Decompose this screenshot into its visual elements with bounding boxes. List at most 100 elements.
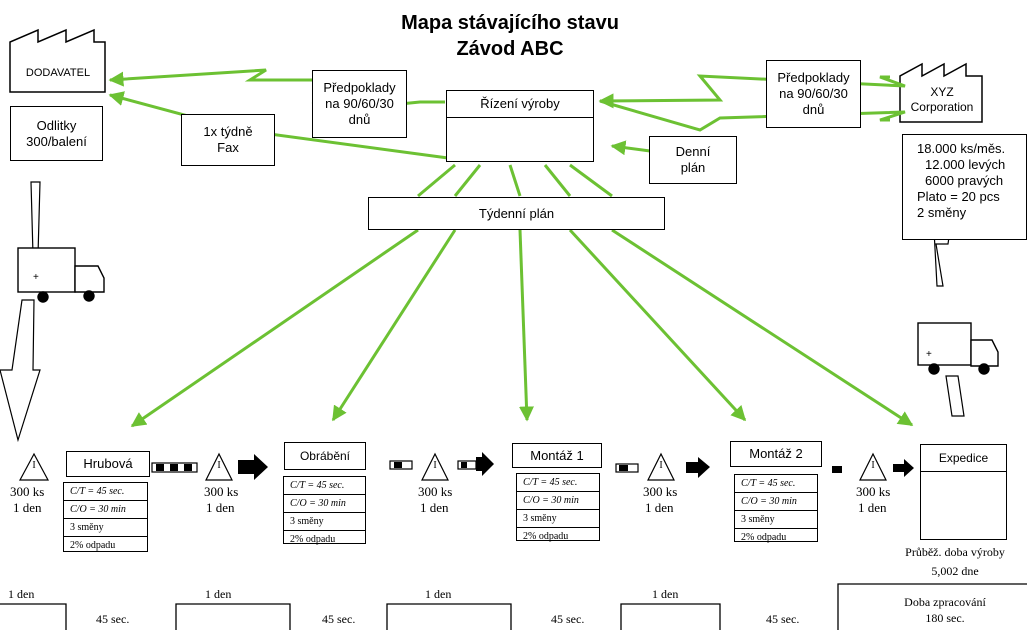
push-arrow-icon [832,459,914,477]
process-data-box-4: C/T = 45 sec. C/O = 30 min 3 směny 2% od… [734,474,818,543]
shifts: 3 směny [64,519,147,537]
lead-time: Průběž. doba výroby 5,002 dne [880,543,1027,581]
timeline-sec: 45 sec. [322,612,356,626]
push-arrow-icon [151,454,268,480]
production-control-box: Řízení výroby [446,90,594,162]
inventory-qty: 300 ks [856,484,891,499]
process-data-box-1: C/T = 45 sec. C/O = 30 min 3 směny 2% od… [63,482,148,552]
customer-data-line: 6000 pravých [925,173,1004,188]
inventory-qty: 300 ks [418,484,453,499]
cycle-time: C/T = 45 sec. [735,475,817,493]
process-box-obrabeni: Obrábění [284,442,366,470]
inventory-qty: 300 ks [643,484,678,499]
timeline-day: 1 den [8,587,35,601]
cycle-time: C/T = 45 sec. [284,477,365,495]
inventory-quantity: 300 ks 1 den [856,484,890,516]
inventory-time: 1 den [858,500,887,515]
production-control-label: Řízení výroby [447,91,593,118]
customer-factory-icon [899,62,983,123]
inventory-time: 1 den [13,500,42,515]
inventory-time: 1 den [206,500,235,515]
shifts: 3 směny [517,510,599,528]
timeline-ladder [0,583,1027,630]
timeline-day: 1 den [652,587,679,601]
shipment-arrow-customer-bottom [945,375,965,417]
supplier-name: DODAVATEL [25,67,91,79]
processing-time: Doba zpracování 180 sec. [880,594,1010,626]
title-line-2: Závod ABC [456,38,564,60]
supplier-factory-icon [9,28,106,93]
customer-data-line: 2 směny [917,205,967,220]
shipping-box: Expedice [920,444,1007,540]
inventory-triangle-icon [205,452,233,481]
inventory-quantity: 300 ks 1 den [418,484,452,516]
push-arrow-icon [389,452,494,476]
process-box-montaz-1: Montáž 1 [512,443,602,468]
scrap: 2% odpadu [523,531,569,542]
timeline-sec: 45 sec. [551,612,585,626]
cycle-time: C/T = 45 sec. [517,474,599,492]
scrap: 2% odpadu [70,540,116,551]
inventory-qty: 300 ks [204,484,239,499]
weekly-plan-box: Týdenní plán [368,197,665,230]
processing-time-label: Doba zpracování [904,595,986,609]
inventory-symbol: I [217,460,221,471]
svg-text:+: + [33,272,39,283]
inventory-triangle-icon [421,452,449,481]
inventory-qty: 300 ks [10,484,45,499]
shipment-arrow-supplier-bottom [0,299,41,443]
inventory-symbol: I [433,460,437,471]
scrap: 2% odpadu [741,532,787,543]
fax-box: 1x týdně Fax [181,114,275,166]
supplier-note: Odlitky 300/balení [10,106,103,161]
inventory-quantity: 300 ks 1 den [10,484,44,516]
process-box-hrubova: Hrubová [66,451,150,477]
scrap: 2% odpadu [290,534,336,545]
changeover-time: C/O = 30 min [64,501,147,519]
truck-icon-supplier: + [17,247,105,303]
customer-data-box: 18.000 ks/měs. 12.000 levých 6000 pravýc… [902,134,1027,240]
inventory-symbol: I [659,460,663,471]
forecast-supplier-box: Předpoklady na 90/60/30 dnů [312,70,407,138]
svg-text:+: + [926,349,932,360]
lead-time-label: Průběž. doba výroby [905,545,1005,559]
inventory-symbol: I [32,460,36,471]
page-title: Mapa stávajícího stavu Závod ABC [330,10,690,62]
timeline-sec: 45 sec. [96,612,130,626]
daily-plan-box: Denní plán [649,136,737,184]
cycle-time: C/T = 45 sec. [64,483,147,501]
customer-data-line: Plato = 20 pcs [917,189,1000,204]
inventory-time: 1 den [420,500,449,515]
inventory-triangles [18,452,887,481]
inventory-quantity: 300 ks 1 den [643,484,677,516]
truck-icon-customer: + [917,322,999,375]
timeline-sec: 45 sec. [766,612,800,626]
title-line-1: Mapa stávajícího stavu [401,12,619,34]
processing-time-value: 180 sec. [925,611,965,625]
changeover-time: C/O = 30 min [735,493,817,511]
forecast-customer-box: Předpoklady na 90/60/30 dnů [766,60,861,128]
customer-data-line: 18.000 ks/měs. [917,141,1006,156]
process-data-box-2: C/T = 45 sec. C/O = 30 min 3 směny 2% od… [283,476,366,545]
push-arrows [151,452,914,480]
shifts: 3 směny [735,511,817,529]
shifts: 3 směny [284,513,365,531]
electronic-info-flows [108,68,914,428]
timeline-day: 1 den [425,587,452,601]
inventory-symbol: I [871,460,875,471]
customer-data-line: 12.000 levých [925,157,1006,172]
inventory-quantity: 300 ks 1 den [204,484,238,516]
changeover-time: C/O = 30 min [517,492,599,510]
push-arrow-icon [615,457,710,478]
changeover-time: C/O = 30 min [284,495,365,513]
process-box-montaz-2: Montáž 2 [730,441,822,467]
inventory-triangle-icon [18,452,50,481]
inventory-triangle-icon [647,452,675,481]
customer-name: XYZ Corporation [910,85,974,114]
inventory-triangle-icon [859,452,887,481]
process-data-box-3: C/T = 45 sec. C/O = 30 min 3 směny 2% od… [516,473,600,542]
timeline-day: 1 den [205,587,232,601]
lead-time-value: 5,002 dne [931,564,979,578]
inventory-time: 1 den [645,500,674,515]
